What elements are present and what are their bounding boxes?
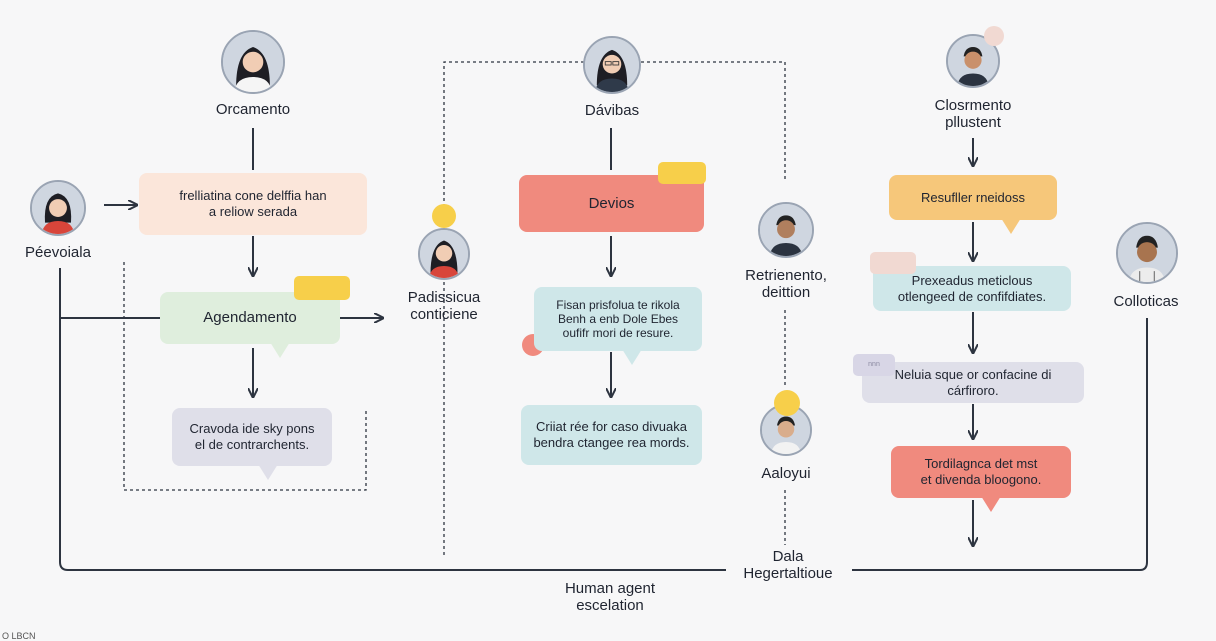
- avatar-davibas: [583, 36, 641, 94]
- person-closrmento-line2: pllustent: [945, 114, 1001, 131]
- label-dala-line2: Hegertaltioue: [743, 565, 833, 582]
- lavender-chip-text: nnn: [868, 361, 880, 368]
- person-retriento-line2: deittion: [761, 284, 811, 301]
- person-padissicua: Padissicua conticiene: [382, 289, 506, 323]
- dashed-group-left: [123, 262, 367, 491]
- bubble-tail: [1001, 218, 1021, 234]
- bubble-tail: [258, 464, 278, 480]
- bubble-tordilagnca-line2: et divenda bloogono.: [920, 472, 1042, 487]
- bubble-prexeadus-line2: otlengeed de confifdiates.: [897, 288, 1047, 304]
- bubble-criiat: Criiat rée for caso divuaka bendra ctang…: [521, 405, 702, 465]
- person-padissicua-line1: Padissicua: [407, 289, 481, 306]
- small-bubble-icon: [984, 26, 1004, 46]
- bubble-agendamento-text: Agendamento: [203, 309, 297, 326]
- avatar-retriento: [758, 202, 814, 258]
- avatar-pevoiala: [30, 180, 86, 236]
- bubble-devios-text: Devios: [588, 194, 635, 212]
- bubble-nelusa-text: Neluia sque or confacine di cárfiroro.: [894, 366, 1052, 398]
- bubble-frelliatina-line2: a reliow serada: [208, 204, 298, 219]
- bubble-cravoda-line1: Cravoda ide sky pons: [189, 421, 315, 436]
- person-pevoiala: Péevoiala: [25, 244, 91, 261]
- bubble-tail: [622, 349, 642, 365]
- yellow-chat-chip-devios: [658, 162, 706, 184]
- label-dala: Dala Hegertaltioue: [728, 548, 848, 582]
- bubble-prexeadus: Prexeadus meticlous otlengeed de confifd…: [873, 266, 1071, 311]
- corner-note: O LBCN: [2, 631, 36, 641]
- bubble-cravoda: Cravoda ide sky pons el de contrarchents…: [172, 408, 332, 480]
- bubble-tordilagnca-line1: Tordilagnca det mst: [924, 456, 1038, 471]
- bubble-cravoda-line2: el de contrarchents.: [194, 437, 310, 452]
- bubble-fisan: Fisan prisfolua te rikola Benh a enb Dol…: [534, 287, 702, 365]
- bubble-frelliatina: frelliatina cone delffia han a reliow se…: [139, 173, 367, 235]
- person-colloticas: Colloticas: [1113, 293, 1179, 310]
- bubble-fisan-line2: Benh a enb Dole Ebes: [557, 312, 679, 326]
- bubble-frelliatina-line1: frelliatina cone delffia han: [179, 188, 327, 203]
- bubble-fisan-line1: Fisan prisfolua te rikola: [556, 298, 680, 312]
- bubble-fisan-line3: oufifr mori de resure.: [562, 326, 674, 340]
- bubble-nelusa: Neluia sque or confacine di cárfiroro.: [862, 362, 1084, 403]
- bubble-tail: [981, 496, 1001, 512]
- person-aaloyui: Aaloyui: [761, 465, 811, 482]
- person-davibas: Dávibas: [584, 102, 640, 119]
- yellow-chat-chip: [294, 276, 350, 300]
- pink-chat-chip: [870, 252, 916, 274]
- avatar-colloticas: [1116, 222, 1178, 284]
- bottom-loop-line: [59, 268, 726, 571]
- person-closrmento: Closrmento pllustent: [910, 97, 1036, 131]
- person-orcamento: Orcamento: [215, 101, 291, 118]
- avatar-orcamento: [221, 30, 285, 94]
- label-human-line2: escelation: [576, 597, 644, 614]
- person-retriento: Retrienento, deittion: [726, 267, 846, 301]
- bubble-resuffler: Resufller rneidoss: [889, 175, 1057, 234]
- avatar-padissicua: [418, 228, 470, 280]
- dashed-frame-top: [443, 61, 786, 555]
- bubble-agendamento: Agendamento: [160, 292, 340, 358]
- label-human-agent-escalation: Human agent escelation: [530, 580, 690, 614]
- bubble-prexeadus-line1: Prexeadus meticlous: [911, 272, 1033, 288]
- label-dala-line1: Dala: [772, 548, 804, 565]
- bubble-tail: [270, 342, 290, 358]
- lavender-chat-chip: nnn: [853, 354, 895, 376]
- person-closrmento-line1: Closrmento: [934, 97, 1012, 114]
- bubble-tordilagnca: Tordilagnca det mst et divenda bloogono.: [891, 446, 1071, 512]
- bubble-resuffler-text: Resufller rneidoss: [920, 189, 1026, 205]
- bubble-devios: Devios: [519, 175, 704, 232]
- bubble-criiat-line1: Criiat rée for caso divuaka: [535, 419, 687, 434]
- person-retriento-line1: Retrienento,: [745, 267, 827, 284]
- person-padissicua-line2: conticiene: [410, 306, 478, 323]
- bubble-criiat-line2: bendra ctangee rea mords.: [533, 435, 690, 450]
- emoji-icon-aaloyui: [774, 390, 800, 416]
- label-human-line1: Human agent: [564, 580, 656, 597]
- emoji-icon-padissicua: [432, 204, 456, 228]
- bottom-loop-line-right: [852, 318, 1148, 571]
